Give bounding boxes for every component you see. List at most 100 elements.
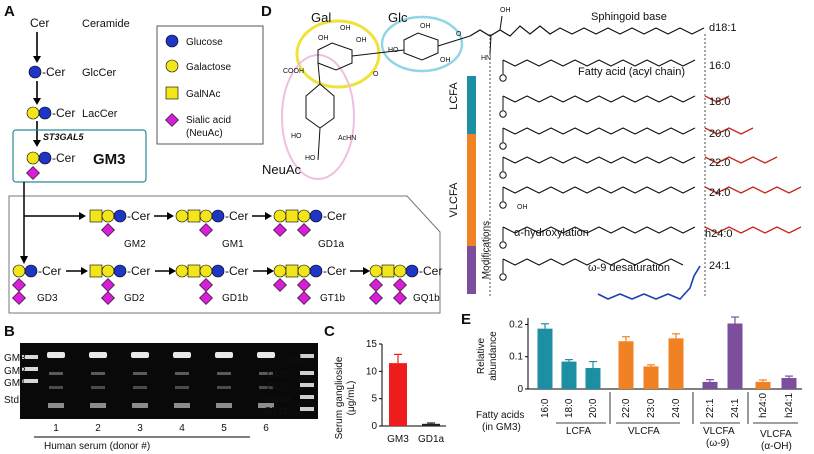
gal-label: Gal bbox=[311, 10, 331, 25]
lcfa-bar bbox=[467, 76, 476, 134]
gel-band-origin bbox=[132, 403, 148, 408]
gel-band-gm3 bbox=[215, 352, 233, 358]
gd3-label: GD3 bbox=[37, 293, 58, 304]
glc-highlight bbox=[380, 15, 464, 73]
sialic-acid-icon bbox=[26, 166, 40, 180]
svg-text:O: O bbox=[373, 71, 379, 78]
svg-text:COOH: COOH bbox=[283, 68, 304, 75]
glucose-icon bbox=[38, 151, 52, 165]
std-left-gm3: GM3 bbox=[4, 353, 26, 364]
top-branch: -Cer GM2 -Cer GM1 -Cer GD1a bbox=[89, 209, 346, 250]
gel-lane-number: 2 bbox=[95, 423, 101, 434]
gm3-label: GM3 bbox=[93, 151, 126, 168]
chart-e-category-label: 24:0 bbox=[671, 398, 682, 418]
vlcfa-bar bbox=[467, 134, 476, 246]
svg-text:O: O bbox=[456, 31, 462, 38]
group-vlcfa: VLCFA bbox=[628, 426, 660, 437]
svg-text:OH: OH bbox=[340, 25, 351, 32]
chart-e-category-label: 24:1 bbox=[730, 398, 741, 418]
panel-label-e: E bbox=[461, 311, 471, 328]
group-oh: VLCFA bbox=[760, 429, 792, 440]
gel-std-band bbox=[300, 371, 314, 375]
chart-e-bar bbox=[643, 366, 659, 389]
chart-c-tick-label: 5 bbox=[371, 394, 377, 405]
acyl-oxygen bbox=[499, 171, 507, 179]
chart-e-category-label: 22:1 bbox=[705, 398, 716, 418]
gel-std-band bbox=[300, 383, 314, 387]
gel-band-origin bbox=[48, 403, 64, 408]
chart-c-bar-gd1a bbox=[422, 423, 440, 426]
lcfa-label: LCFA bbox=[448, 82, 460, 110]
fatty-acid-label: Fatty acid (acyl chain) bbox=[578, 66, 685, 78]
atom-labels: OH OH OH HO OH OH O COOH HO HO AcHN O OH… bbox=[283, 7, 511, 162]
gel-band-gm3 bbox=[131, 352, 149, 358]
chart-e-bar bbox=[727, 323, 743, 389]
gm3-cer: -Cer bbox=[52, 151, 75, 165]
chart-e-tick-label: 0.1 bbox=[509, 352, 523, 363]
svg-text:-Cer: -Cer bbox=[323, 209, 346, 223]
ceramide-label: Ceramide bbox=[82, 18, 130, 30]
chart-e-category-label: h24:1 bbox=[784, 393, 795, 418]
acyl-chain-extension bbox=[704, 186, 802, 194]
chart-e-bar bbox=[755, 381, 771, 389]
gel-band-gm3 bbox=[89, 352, 107, 358]
panel-d: D Gal Glc NeuAc OH OH OH HO OH OH O COOH… bbox=[261, 3, 802, 300]
gm3-box bbox=[12, 129, 147, 183]
gel-std-right: Std. GM1 GD2 GD1a GT1b bbox=[264, 354, 304, 417]
glucose-icon bbox=[38, 106, 52, 120]
legend-glucose: Glucose bbox=[186, 37, 223, 48]
chart-c-tick-label: 15 bbox=[366, 339, 378, 350]
acyl-chain bbox=[502, 156, 696, 164]
group-oh-sub: (α-OH) bbox=[761, 441, 792, 452]
panel-label-c: C bbox=[324, 323, 335, 340]
chart-e-xlabel-2: (in GM3) bbox=[482, 422, 521, 433]
chain-label-22: 22:0 bbox=[709, 157, 730, 169]
svg-text:-Cer: -Cer bbox=[38, 264, 61, 278]
gel-std-band bbox=[300, 354, 314, 358]
chart-c-tick-label: 0 bbox=[371, 421, 377, 432]
acyl-chain-extension bbox=[704, 156, 778, 164]
acyl-chains bbox=[499, 59, 802, 281]
acyl-chain bbox=[502, 226, 696, 234]
gd1b-label: GD1b bbox=[222, 293, 249, 304]
gel-lane-number: 1 bbox=[53, 423, 59, 434]
gel-band-origin bbox=[90, 403, 106, 408]
galactose-icon bbox=[26, 106, 40, 120]
chart-e-category-label: 20:0 bbox=[588, 398, 599, 418]
acyl-chain-extension bbox=[704, 127, 754, 135]
laccer-cer: -Cer bbox=[52, 106, 75, 120]
gel-band-faint bbox=[133, 386, 147, 389]
gel-band-faint bbox=[259, 386, 273, 389]
svg-text:HO: HO bbox=[388, 47, 399, 54]
glccer-cer: -Cer bbox=[42, 65, 65, 79]
gel-std-band bbox=[22, 355, 38, 359]
chart-e-ylabel-2: abundance bbox=[488, 331, 499, 381]
acyl-chain bbox=[502, 258, 684, 266]
acyl-oxygen bbox=[499, 201, 507, 209]
gel-std-band bbox=[22, 367, 38, 371]
neuac-label: NeuAc bbox=[262, 162, 302, 177]
chart-c-ylabel-2: (μg/mL) bbox=[346, 381, 357, 416]
chain-label-h24: h24:0 bbox=[705, 228, 733, 240]
acyl-chain bbox=[502, 186, 696, 194]
gel-band-faint bbox=[259, 372, 273, 375]
chain-label-16: 16:0 bbox=[709, 60, 730, 72]
cer-label: Cer bbox=[30, 16, 49, 30]
gel-std-band bbox=[22, 379, 38, 383]
desaturation-label: ω-9 desaturation bbox=[588, 262, 670, 274]
chart-e-category-label: 22:0 bbox=[621, 398, 632, 418]
std-right-gd1a: GD1a bbox=[264, 394, 291, 405]
chart-e-category-label: h24:0 bbox=[758, 393, 769, 418]
glccer-label: GlcCer bbox=[82, 67, 117, 79]
acyl-oxygen bbox=[499, 142, 507, 150]
acyl-oxygen bbox=[499, 110, 507, 118]
chain-labels: d18:1 16:0 18:0 20:0 22:0 24:0 h24:0 24:… bbox=[705, 22, 737, 272]
complex-gangliosides-box bbox=[8, 195, 441, 314]
gel-band-origin bbox=[216, 403, 232, 408]
gel-band-faint bbox=[175, 386, 189, 389]
